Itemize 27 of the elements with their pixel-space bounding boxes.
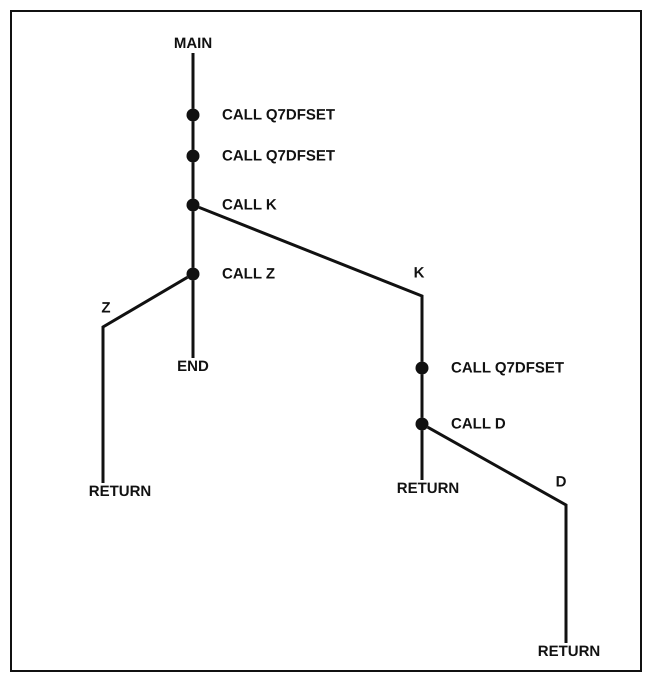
call-dot: [186, 268, 200, 280]
connector-line: [198, 206, 424, 362]
connector-line: [192, 212, 194, 268]
call-label: CALL Q7DFSET: [222, 148, 336, 164]
routine-label: RETURN: [538, 643, 600, 661]
connector-line: [192, 53, 194, 108]
call-label: CALL Q7DFSET: [222, 106, 336, 124]
call-dot: [416, 418, 428, 430]
connector-line: [192, 122, 194, 150]
call-label: CALL Q7DFSET: [451, 360, 564, 376]
connector-line: [192, 162, 194, 198]
routine-label: MAIN: [174, 35, 212, 53]
connector-line: [192, 280, 194, 358]
call-label: CALL K: [222, 196, 277, 214]
routine-label: RETURN: [396, 480, 460, 498]
routine-label: RETURN: [88, 483, 152, 501]
call-dot: [186, 108, 200, 122]
call-dot: [186, 150, 200, 162]
call-dot: [186, 198, 200, 212]
routine-label: END: [177, 358, 209, 376]
call-label: CALL Z: [222, 266, 276, 282]
call-dot: [416, 362, 428, 374]
connector-line: [102, 276, 188, 483]
connector-line: [420, 374, 424, 418]
connector-line: [426, 426, 568, 643]
call-label: CALL D: [451, 416, 506, 432]
connector-line: [420, 430, 424, 480]
